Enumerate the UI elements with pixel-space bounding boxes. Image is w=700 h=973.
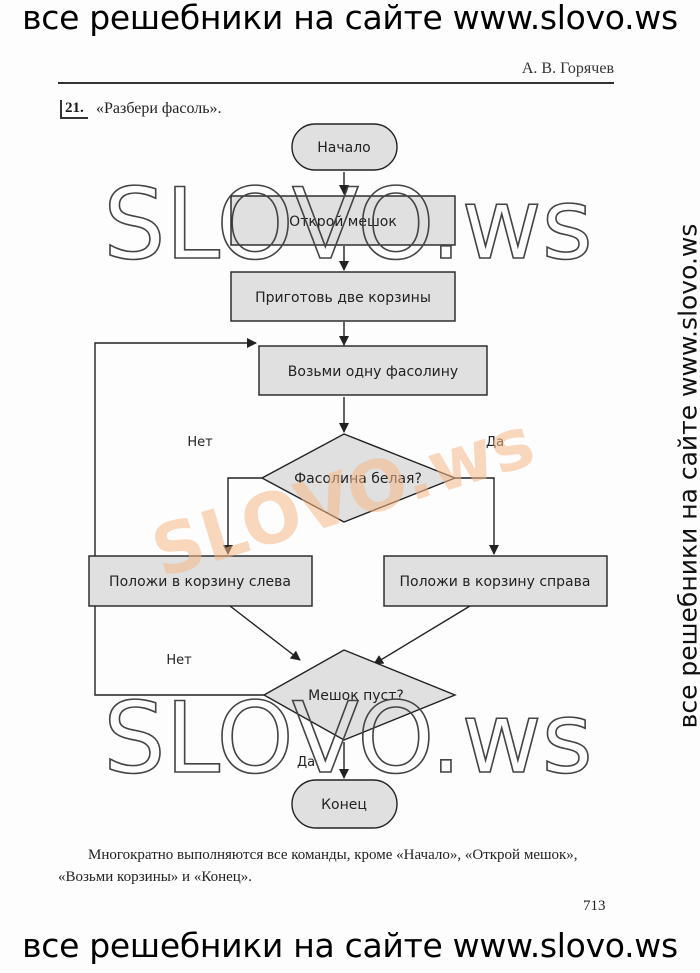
open-bag-box bbox=[230, 195, 456, 246]
take-bean-label: Возьми одну фасолину bbox=[288, 364, 458, 380]
take-bean-box bbox=[258, 345, 488, 396]
watermark-bottom: SLOVO.ws bbox=[103, 682, 593, 796]
page-number: 713 bbox=[583, 898, 606, 914]
task-title: «Разбери фасоль». bbox=[96, 100, 222, 117]
no-label-1: Нет bbox=[187, 435, 213, 450]
yes-label-2: Да bbox=[297, 755, 315, 770]
watermark-top: SLOVO.ws bbox=[103, 168, 593, 282]
put-left-box bbox=[88, 555, 313, 607]
is-empty-decision bbox=[262, 649, 457, 741]
header-rule bbox=[58, 82, 614, 84]
author-name: А. В. Горячев bbox=[521, 60, 614, 77]
prepare-baskets-box bbox=[230, 271, 456, 322]
open-bag-label: Открой мешок bbox=[289, 214, 397, 230]
end-terminator bbox=[291, 779, 398, 829]
end-label: Конец bbox=[321, 797, 367, 813]
is-empty-label: Мешок пуст? bbox=[308, 688, 404, 704]
put-right-box bbox=[383, 555, 608, 607]
no-label-2: Нет bbox=[166, 653, 192, 668]
flow-connectors bbox=[94, 172, 499, 779]
put-right-label: Положи в корзину справа bbox=[400, 574, 591, 590]
yes-label-1: Да bbox=[486, 435, 504, 450]
put-left-label: Положи в корзину слева bbox=[109, 574, 291, 590]
caption: Многократно выполняются все команды, кро… bbox=[58, 847, 578, 885]
watermark-banner-top: все решебники на сайте www.slovo.ws bbox=[22, 0, 678, 37]
prepare-baskets-label: Приготовь две корзины bbox=[255, 290, 431, 306]
start-terminator bbox=[291, 123, 398, 171]
task-number: 21. bbox=[60, 100, 88, 119]
is-white-decision bbox=[260, 433, 457, 523]
is-white-label: Фасолина белая? bbox=[294, 471, 422, 487]
start-label: Начало bbox=[317, 140, 370, 156]
watermark-banner-bottom: все решебники на сайте www.slovo.ws bbox=[22, 926, 678, 965]
